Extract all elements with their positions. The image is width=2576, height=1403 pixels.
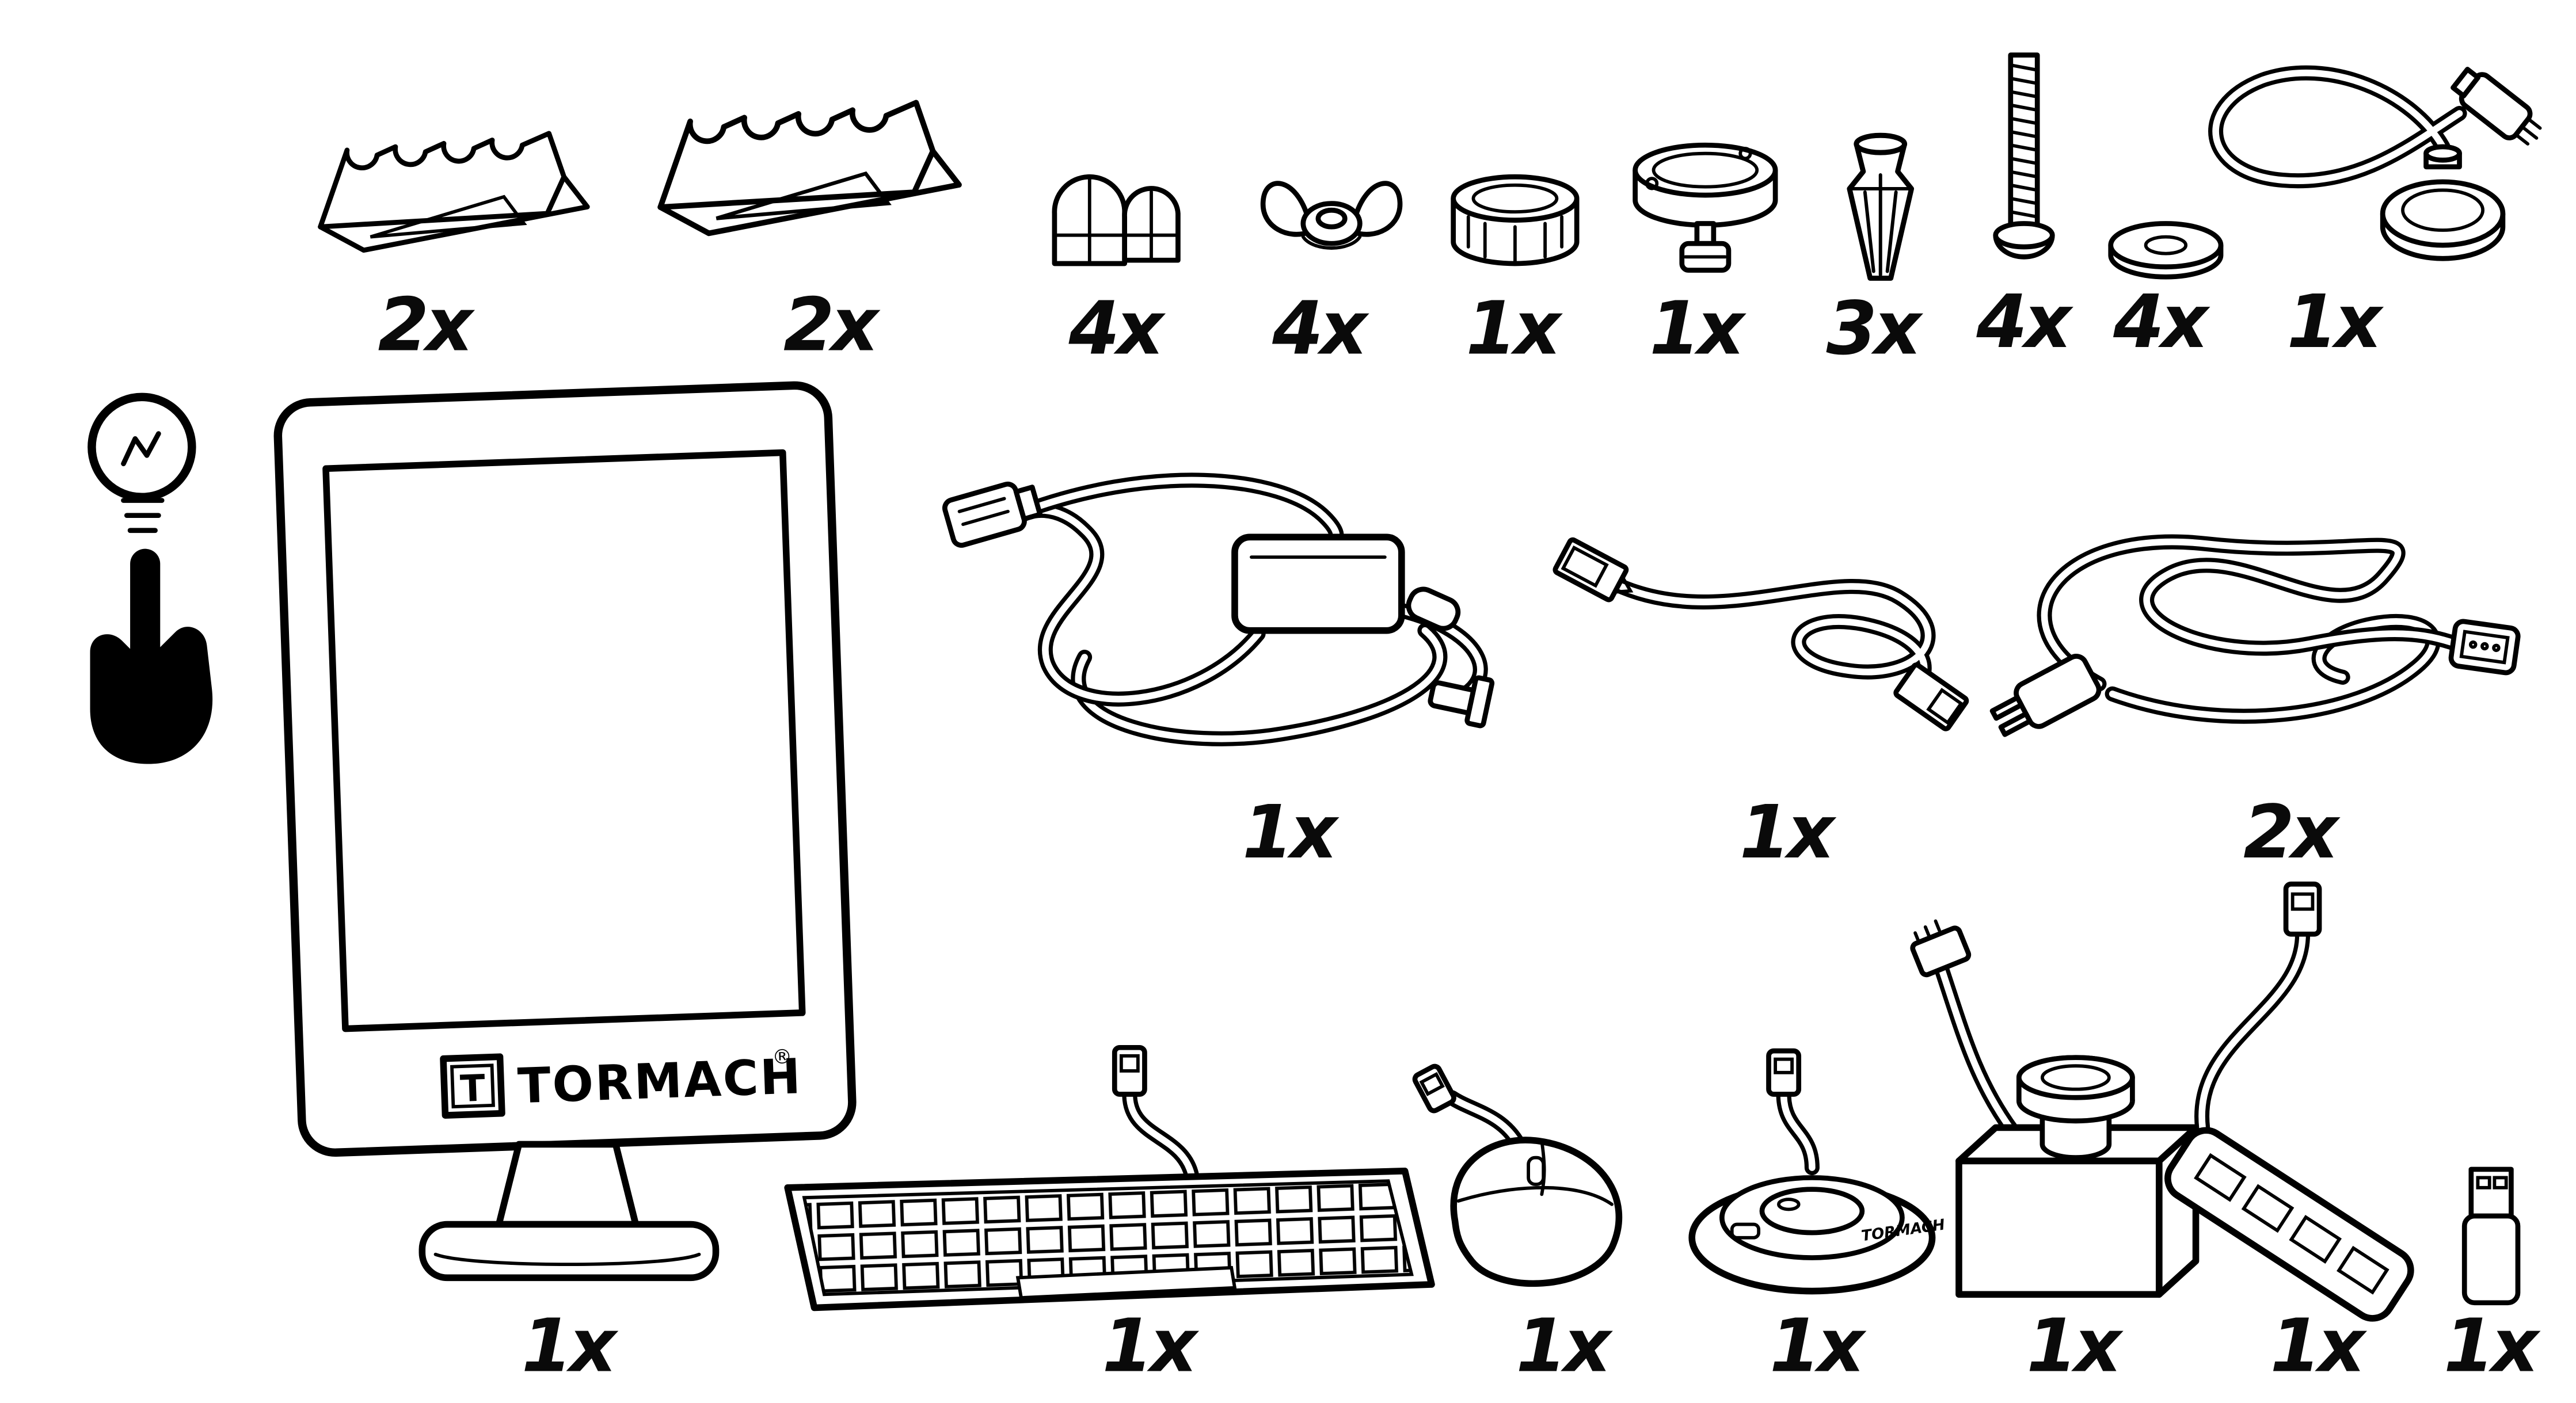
wing-nut-illustration <box>1260 181 1403 250</box>
qty-label-e-stop: 1x <box>2026 1304 2121 1390</box>
tool-rack-2-illustration <box>657 100 962 237</box>
ethernet-cable-illustration <box>1553 537 1969 731</box>
tool-rack-1-illustration <box>318 131 590 253</box>
tip-lightbulb-hand-icon <box>87 392 213 764</box>
power-cord-illustration <box>1989 497 2521 737</box>
locking-collar-illustration <box>1633 142 1778 273</box>
monitor-illustration: T TORMACH ® <box>273 381 857 1282</box>
clamp-block-illustration <box>1052 174 1181 266</box>
qty-label-usb-hub: 1x <box>2270 1304 2365 1390</box>
qty-label-washer: 4x <box>2113 280 2208 365</box>
qty-label-tool-rack-2: 2x <box>783 283 878 369</box>
washer-illustration <box>2108 221 2224 280</box>
threaded-ring-illustration <box>1451 174 1580 266</box>
qty-label-mouse: 1x <box>1516 1304 1611 1390</box>
qty-label-threaded-ring: 1x <box>1466 287 1561 372</box>
bolt-illustration <box>1993 52 2055 260</box>
keyboard-illustration <box>784 1044 1435 1312</box>
brand-logo-letter: T <box>459 1068 486 1111</box>
qty-label-clamp-block: 4x <box>1068 287 1164 372</box>
qty-label-probe-cable: 1x <box>2286 280 2382 365</box>
probe-cable-illustration <box>2063 26 2542 261</box>
qty-label-monitor: 1x <box>521 1304 617 1390</box>
qty-label-tool-rack-1: 2x <box>378 283 473 369</box>
qty-label-wing-nut: 4x <box>1272 287 1367 372</box>
qty-label-keyboard: 1x <box>1102 1304 1197 1390</box>
registered-mark: ® <box>772 1046 793 1069</box>
usb-drive-illustration <box>2461 1166 2521 1306</box>
mouse-illustration <box>1412 1063 1623 1287</box>
qty-label-ethernet-cable: 1x <box>1739 790 1835 876</box>
brand-name: TORMACH <box>517 1048 804 1114</box>
usb-hub-illustration <box>2164 881 2414 1322</box>
qty-label-collet: 3x <box>1826 287 1921 372</box>
power-supply-illustration <box>942 444 1495 791</box>
qty-label-locking-collar: 1x <box>1649 287 1744 372</box>
qty-label-speed-dial: 1x <box>1769 1304 1865 1390</box>
collet-illustration <box>1847 132 1915 281</box>
qty-label-power-supply: 1x <box>1242 790 1337 876</box>
qty-label-bolt: 4x <box>1976 280 2071 365</box>
qty-label-power-cord: 2x <box>2243 790 2338 876</box>
speed-dial-illustration: TORMACH <box>1688 1048 1946 1295</box>
qty-label-usb-drive: 1x <box>2444 1304 2539 1390</box>
